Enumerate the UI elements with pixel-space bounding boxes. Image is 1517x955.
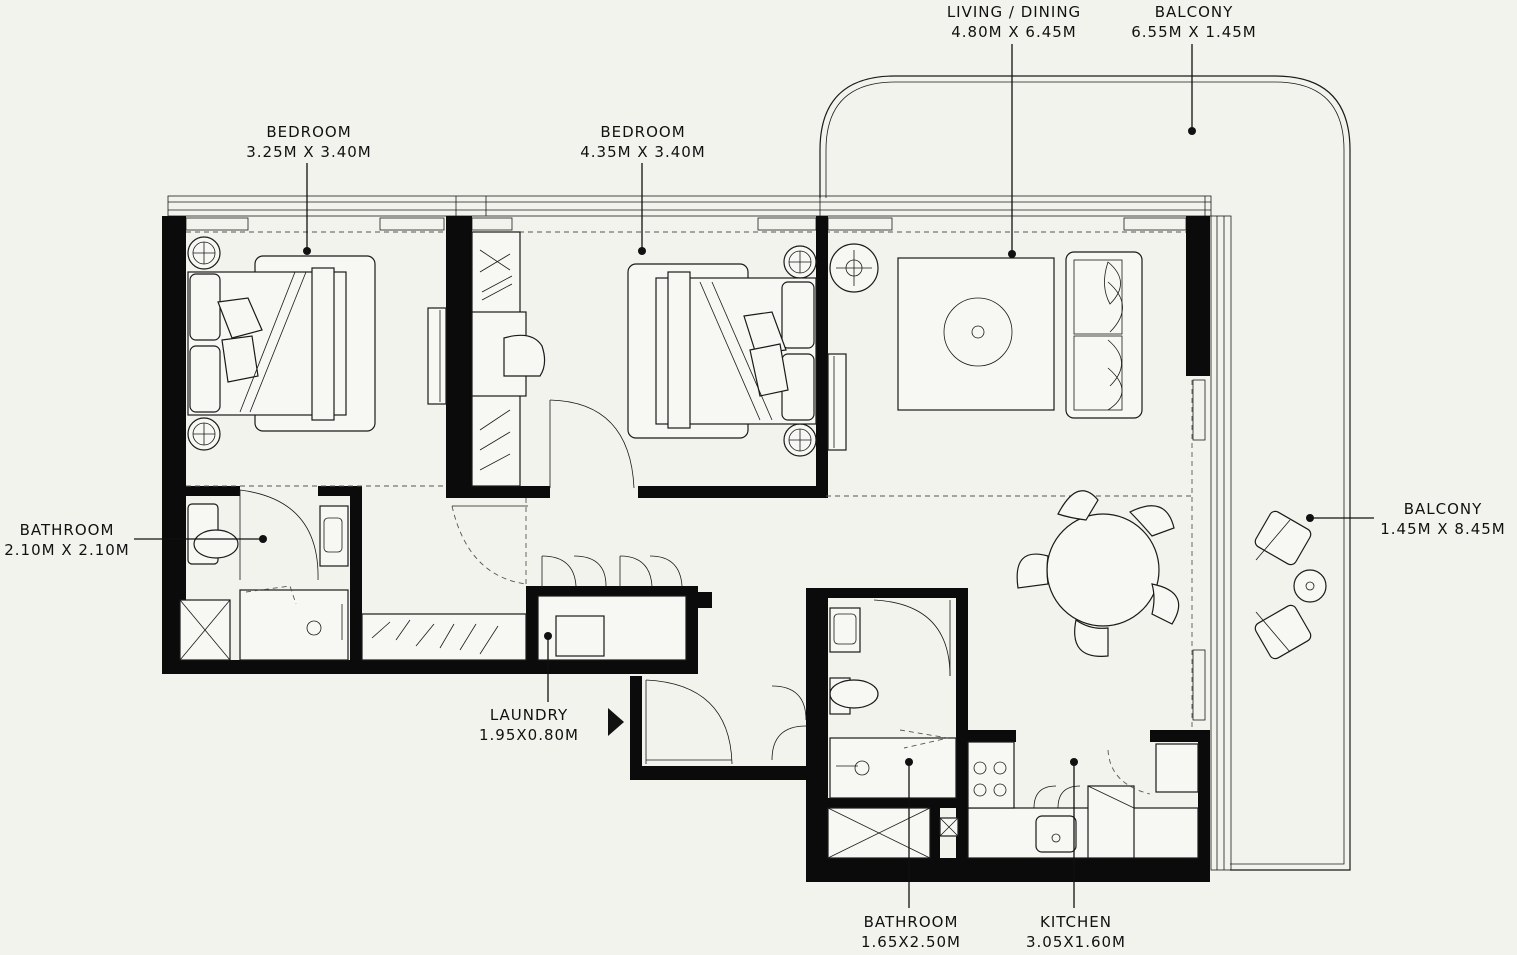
room-labels: LIVING / DINING 4.80M X 6.45M BALCONY 6.… bbox=[4, 3, 1506, 951]
living-furniture bbox=[829, 243, 1143, 419]
laundry-size: 1.95X0.80M bbox=[479, 726, 579, 744]
bathroom-1-fixtures bbox=[179, 489, 349, 661]
living-size: 4.80M X 6.45M bbox=[951, 23, 1077, 41]
balcony-chairs bbox=[1254, 510, 1327, 660]
entrance bbox=[608, 679, 807, 765]
balcony-outline bbox=[819, 75, 1351, 871]
balcony-top-name: BALCONY bbox=[1155, 3, 1234, 21]
bathroom-1-name: BATHROOM bbox=[20, 521, 115, 539]
bedroom-2-size: 4.35M X 3.40M bbox=[580, 143, 706, 161]
kitchen-name: KITCHEN bbox=[1040, 913, 1112, 931]
bathroom-2-fixtures bbox=[827, 599, 959, 859]
hall-wardrobe bbox=[361, 613, 527, 661]
bedroom-2-name: BEDROOM bbox=[600, 123, 685, 141]
walls bbox=[162, 216, 1210, 882]
kitchen-size: 3.05X1.60M bbox=[1026, 933, 1126, 951]
balcony-right-size: 1.45M X 8.45M bbox=[1380, 520, 1506, 538]
living-name: LIVING / DINING bbox=[947, 3, 1081, 21]
bedroom-1-furniture bbox=[187, 236, 376, 451]
bathroom-2-size: 1.65X2.50M bbox=[861, 933, 961, 951]
balcony-right-name: BALCONY bbox=[1404, 500, 1483, 518]
kitchen-fixtures bbox=[967, 741, 1199, 859]
laundry-fixtures bbox=[537, 555, 687, 661]
laundry-name: LAUNDRY bbox=[490, 706, 568, 724]
leader-lines bbox=[134, 44, 1374, 908]
bedroom-1-name: BEDROOM bbox=[266, 123, 351, 141]
bedroom-1-size: 3.25M X 3.40M bbox=[246, 143, 372, 161]
wardrobe-desk bbox=[427, 231, 635, 489]
dining-table bbox=[1016, 490, 1180, 657]
bedroom-2-furniture bbox=[627, 245, 847, 457]
bathroom-2-name: BATHROOM bbox=[864, 913, 959, 931]
entry-door-swing bbox=[451, 505, 528, 585]
balcony-top-size: 6.55M X 1.45M bbox=[1131, 23, 1257, 41]
dashed-boundaries bbox=[186, 485, 1192, 586]
entrance-arrow-icon bbox=[608, 708, 624, 736]
window-strip-top bbox=[167, 195, 1212, 233]
bathroom-1-size: 2.10M X 2.10M bbox=[4, 541, 130, 559]
window-strip-right bbox=[1191, 215, 1232, 871]
